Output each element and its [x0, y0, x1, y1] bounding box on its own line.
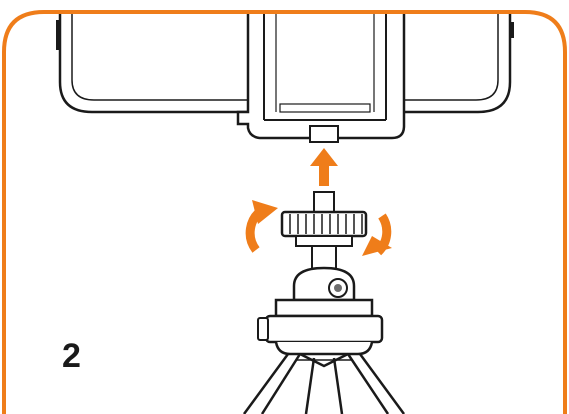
rotate-left-arrow-icon	[245, 200, 278, 253]
screw-post	[313, 191, 335, 215]
tightening-knob	[280, 210, 368, 247]
ball-head	[292, 266, 356, 302]
tripod-collar	[257, 298, 384, 356]
step-number: 2	[62, 337, 81, 375]
ball-neck	[311, 245, 337, 271]
phone-clamp-mount	[236, 14, 406, 143]
arrow-up-icon	[310, 148, 338, 186]
tripod-legs	[242, 352, 406, 414]
rounded-frame	[2, 10, 567, 414]
rotate-right-arrow-icon	[362, 213, 392, 256]
